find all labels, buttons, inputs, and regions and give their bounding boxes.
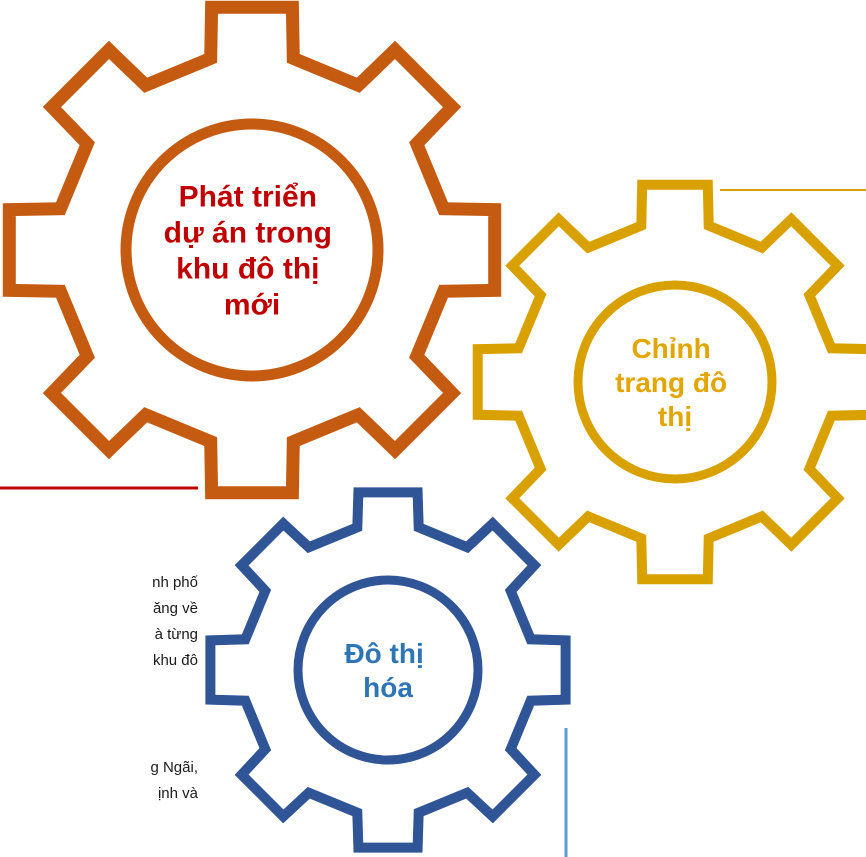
paragraph-fragment-2: g Ngãi, ịnh và [150, 759, 198, 802]
gold-gear-inner-ring [573, 280, 777, 484]
paragraph-1-line-4: khu đô [153, 652, 198, 669]
orange-gear-line-1: Phát triển [179, 181, 317, 214]
orange-gear: Phát triển dự án trong khu đô thị mới [2, 0, 502, 500]
gold-gear-line-3: thị [658, 401, 692, 432]
gold-gear-line-1: Chỉnh [631, 333, 710, 364]
paragraph-1-line-2: ăng về [153, 600, 198, 617]
orange-gear-label: Phát triển dự án trong khu đô thị mới [164, 181, 341, 322]
gold-gear: Chỉnh trang đô thị [472, 179, 866, 585]
blue-gear-icon [205, 487, 571, 853]
orange-gear-line-3: khu đô thị [176, 253, 319, 286]
paragraph-2-line-1: g Ngãi, [150, 759, 198, 776]
orange-gear-icon [2, 0, 502, 500]
paragraph-1-line-3: à từng [155, 626, 198, 643]
orange-gear-line-2: dự án trong [164, 217, 332, 250]
orange-gear-inner-ring [120, 118, 384, 382]
paragraph-fragment-1: nh phố ăng về à từng khu đô [152, 574, 199, 669]
blue-gear: Đô thị hóa [205, 487, 571, 853]
orange-gear-line-4: mới [224, 289, 280, 322]
gold-gear-label: Chỉnh trang đô thị [615, 333, 735, 432]
paragraph-2-line-2: ịnh và [158, 785, 199, 802]
blue-gear-line-2: hóa [363, 672, 413, 703]
blue-gear-inner-ring [293, 575, 483, 765]
gold-gear-line-2: trang đô [615, 367, 727, 398]
blue-gear-line-1: Đô thị [344, 638, 423, 669]
gold-gear-icon [472, 179, 866, 585]
blue-gear-label: Đô thị hóa [344, 638, 431, 703]
paragraph-1-line-1: nh phố [152, 574, 199, 591]
